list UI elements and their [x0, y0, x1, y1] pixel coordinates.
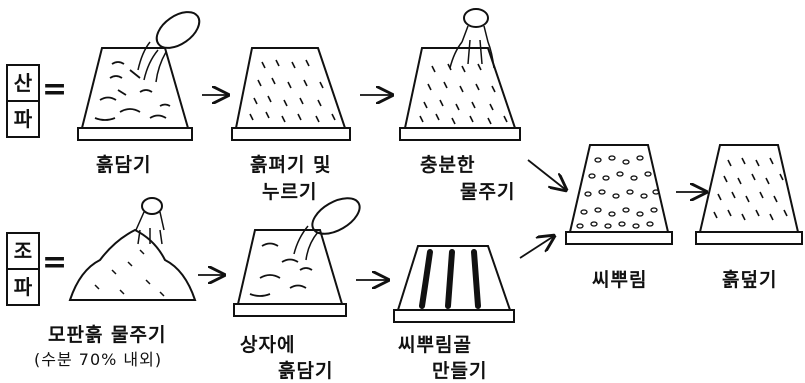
- step-label: 만들기: [432, 360, 488, 382]
- sowing-method-box-top: 산 파: [6, 64, 40, 138]
- sowing-method-char: 조: [13, 239, 33, 263]
- equals-sign: =: [42, 245, 68, 280]
- sowing-method-char: 파: [8, 268, 38, 304]
- step-label: 흙담기: [96, 154, 152, 176]
- tray-furrows: [393, 245, 515, 323]
- sowing-method-char: 파: [8, 100, 38, 136]
- step-label: 물주기: [460, 181, 516, 203]
- step-label: 모판흙 물주기: [48, 324, 167, 346]
- step-label: 누르기: [262, 181, 318, 203]
- soil-mound: [68, 197, 197, 301]
- tray-sowing: [565, 144, 673, 245]
- flow-arrow: [519, 236, 554, 259]
- step-note: (수분 70% 내외): [34, 350, 163, 369]
- sowing-method-box-bottom: 조 파: [6, 232, 40, 306]
- tray-covering: [695, 144, 803, 245]
- step-label: 흙담기: [278, 360, 334, 382]
- step-label: 씨뿌림: [592, 269, 648, 291]
- tray-soil-spreading: [231, 47, 351, 141]
- tray-soil-filling: [77, 11, 201, 141]
- equals-sign: =: [42, 72, 68, 107]
- tray-box-filling: [233, 197, 361, 317]
- flow-arrow: [527, 159, 566, 190]
- step-label: 씨뿌림골: [398, 334, 472, 356]
- step-label: 상자에: [240, 334, 296, 356]
- step-label: 충분한: [420, 154, 476, 176]
- tray-watering: [399, 8, 521, 141]
- step-label: 흙펴기 및: [250, 154, 332, 176]
- sowing-method-char: 산: [13, 71, 33, 95]
- step-label: 흙덮기: [722, 269, 778, 291]
